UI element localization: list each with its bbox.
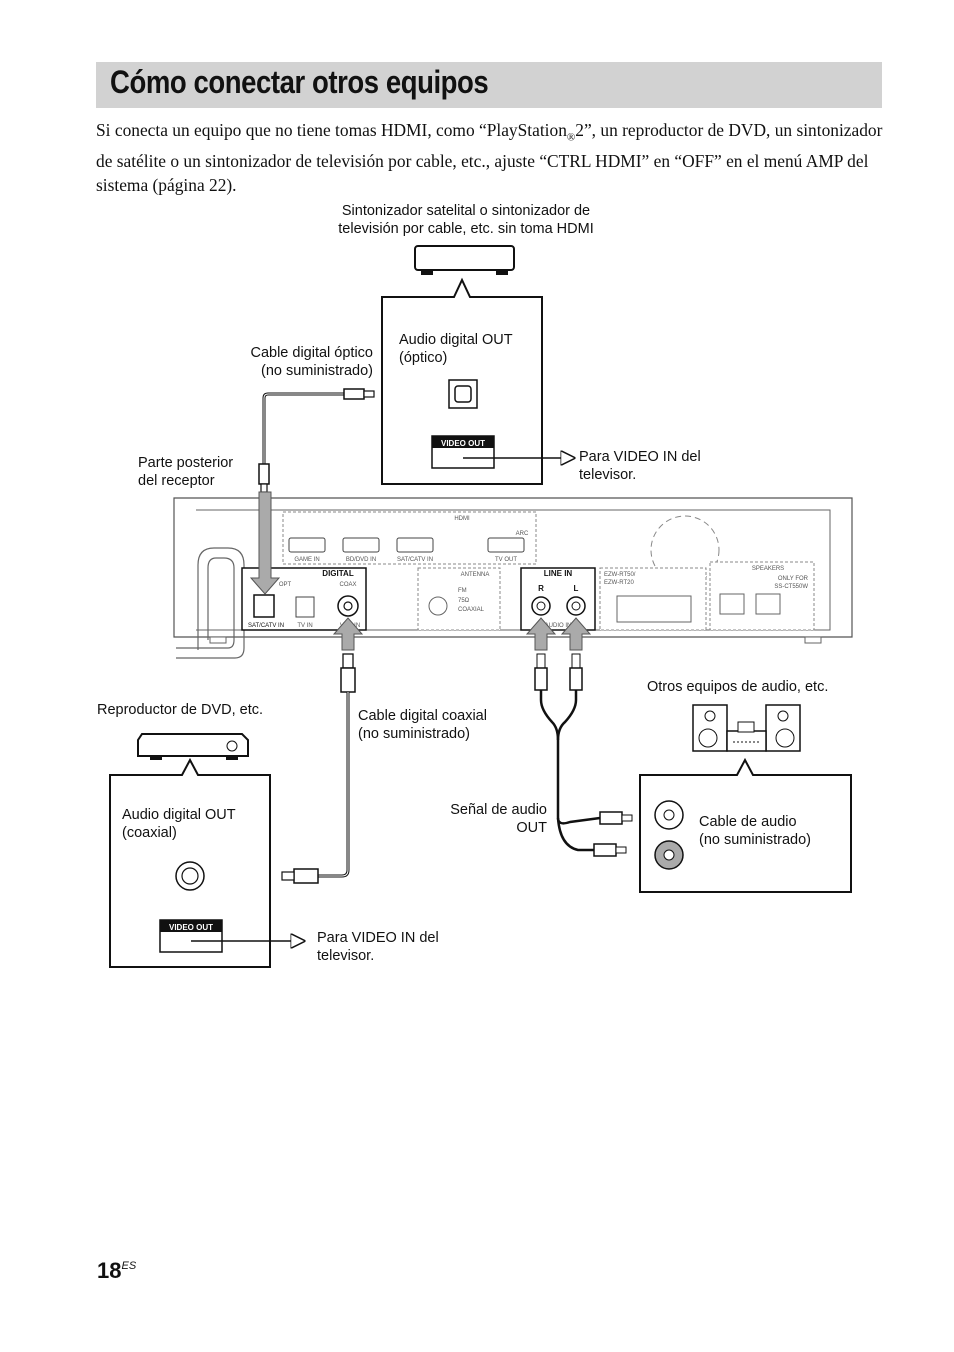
model-label: SS-CT550W	[774, 584, 808, 590]
registered-mark: ®	[566, 131, 576, 144]
video-in-label-1: Para VIDEO IN del televisor.	[579, 449, 701, 483]
dvd-player-device	[137, 733, 249, 760]
intro-paragraph: Si conecta un equipo que no tiene tomas …	[96, 118, 886, 197]
speakers-label: SPEAKERS	[752, 566, 784, 572]
arc-label: ARC	[516, 531, 529, 537]
audio-callout-box	[639, 757, 852, 893]
page-number: 18ES	[97, 1258, 136, 1284]
coax-cable-label: Cable digital coaxial (no suministrado)	[358, 708, 487, 742]
sat-catv-in-opt-label: SAT/CATV IN	[248, 623, 284, 629]
sat-callout-box: VIDEO OUT	[381, 277, 574, 485]
opt-label: OPT	[279, 582, 292, 588]
tv-out-label: TV OUT	[495, 557, 517, 563]
audio-out-optical-label: Audio digital OUT (óptico)	[399, 332, 513, 366]
line-in-label: LINE IN	[544, 569, 573, 578]
digital-label: DIGITAL	[322, 569, 354, 578]
l-label: L	[574, 584, 579, 593]
dvd-player-label: Reproductor de DVD, etc.	[97, 702, 264, 718]
only-for-label: ONLY FOR	[778, 576, 809, 582]
fm-label: FM	[458, 588, 467, 594]
intro-part2: 2”, un reproductor de DVD, un sintonizad…	[96, 120, 883, 196]
r-label: R	[538, 584, 544, 593]
page-number-value: 18	[97, 1258, 122, 1283]
bd-dvd-in-label: BD/DVD IN	[346, 557, 376, 563]
optical-cable	[258, 388, 375, 493]
video-in-label-2: Para VIDEO IN del televisor.	[317, 930, 439, 964]
page-title: Cómo conectar otros equipos	[110, 64, 489, 100]
rear-receiver-label: Parte posterior del receptor	[138, 455, 234, 489]
tv-in-label: TV IN	[297, 623, 312, 629]
intro-part1: Si conecta un equipo que no tiene tomas …	[96, 120, 567, 140]
coax-cable	[281, 653, 356, 884]
game-in-label: GAME IN	[294, 557, 319, 563]
audio-cable-label: Cable de audio (no suministrado)	[699, 814, 812, 848]
audio-signal-out-label: Señal de audio OUT	[450, 802, 547, 836]
video-out-label-2: VIDEO OUT	[169, 923, 213, 932]
hdmi-label: HDMI	[454, 516, 470, 522]
audio-equipment-device	[692, 704, 801, 752]
audio-in-label: AUDIO IN	[545, 623, 572, 629]
antenna-label: ANTENNA	[461, 572, 490, 578]
sat-tuner-device	[414, 245, 515, 275]
audio-cable	[534, 653, 633, 857]
video-out-label-1: VIDEO OUT	[441, 439, 485, 448]
dvd-callout-box: VIDEO OUT	[109, 757, 304, 968]
ezw2-label: EZW-RT20	[604, 580, 634, 586]
sat-tuner-label: Sintonizador satelital o sintonizador de…	[338, 203, 594, 237]
optical-cable-label: Cable digital óptico (no suministrado)	[250, 345, 373, 379]
page-language-suffix: ES	[121, 1260, 137, 1272]
other-audio-label: Otros equipos de audio, etc.	[647, 679, 829, 695]
connection-arrows	[249, 491, 592, 651]
ohm-label: 75Ω	[458, 598, 470, 604]
coaxial-label: COAXIAL	[458, 607, 485, 613]
ezw-label: EZW-RT50/	[604, 572, 636, 578]
sat-catv-in-label: SAT/CATV IN	[397, 557, 433, 563]
title-bar	[96, 62, 882, 108]
coax-label: COAX	[339, 582, 356, 588]
audio-out-coax-label: Audio digital OUT (coaxial)	[122, 807, 236, 841]
